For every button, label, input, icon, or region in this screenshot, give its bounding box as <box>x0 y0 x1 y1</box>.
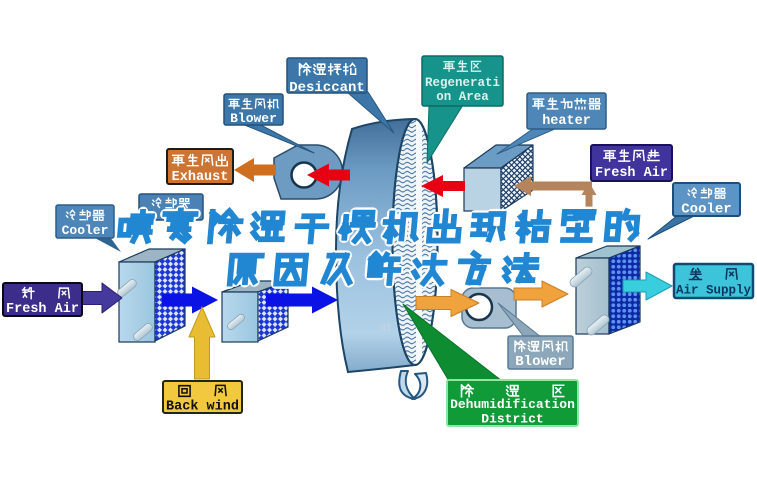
svg-text:Blower: Blower <box>230 111 277 126</box>
svg-text:District: District <box>481 412 543 427</box>
svg-text:Regenerati: Regenerati <box>425 76 500 90</box>
svg-text:xt: xt <box>380 320 391 334</box>
svg-text:Dehumidification: Dehumidification <box>450 397 575 412</box>
svg-text:Desiccant: Desiccant <box>289 80 365 96</box>
svg-text:Exhaust: Exhaust <box>172 170 229 185</box>
svg-text:heater: heater <box>542 114 591 129</box>
svg-text:Cooler: Cooler <box>62 223 109 238</box>
svg-text:Cooler: Cooler <box>681 202 731 218</box>
svg-text:Back wind: Back wind <box>166 400 239 415</box>
svg-text:Fresh Air: Fresh Air <box>6 302 79 317</box>
svg-text:Blower: Blower <box>515 354 565 370</box>
svg-text:on Area: on Area <box>436 90 489 104</box>
svg-text:Air Supply: Air Supply <box>676 284 752 298</box>
svg-text:Fresh Air: Fresh Air <box>595 166 668 181</box>
